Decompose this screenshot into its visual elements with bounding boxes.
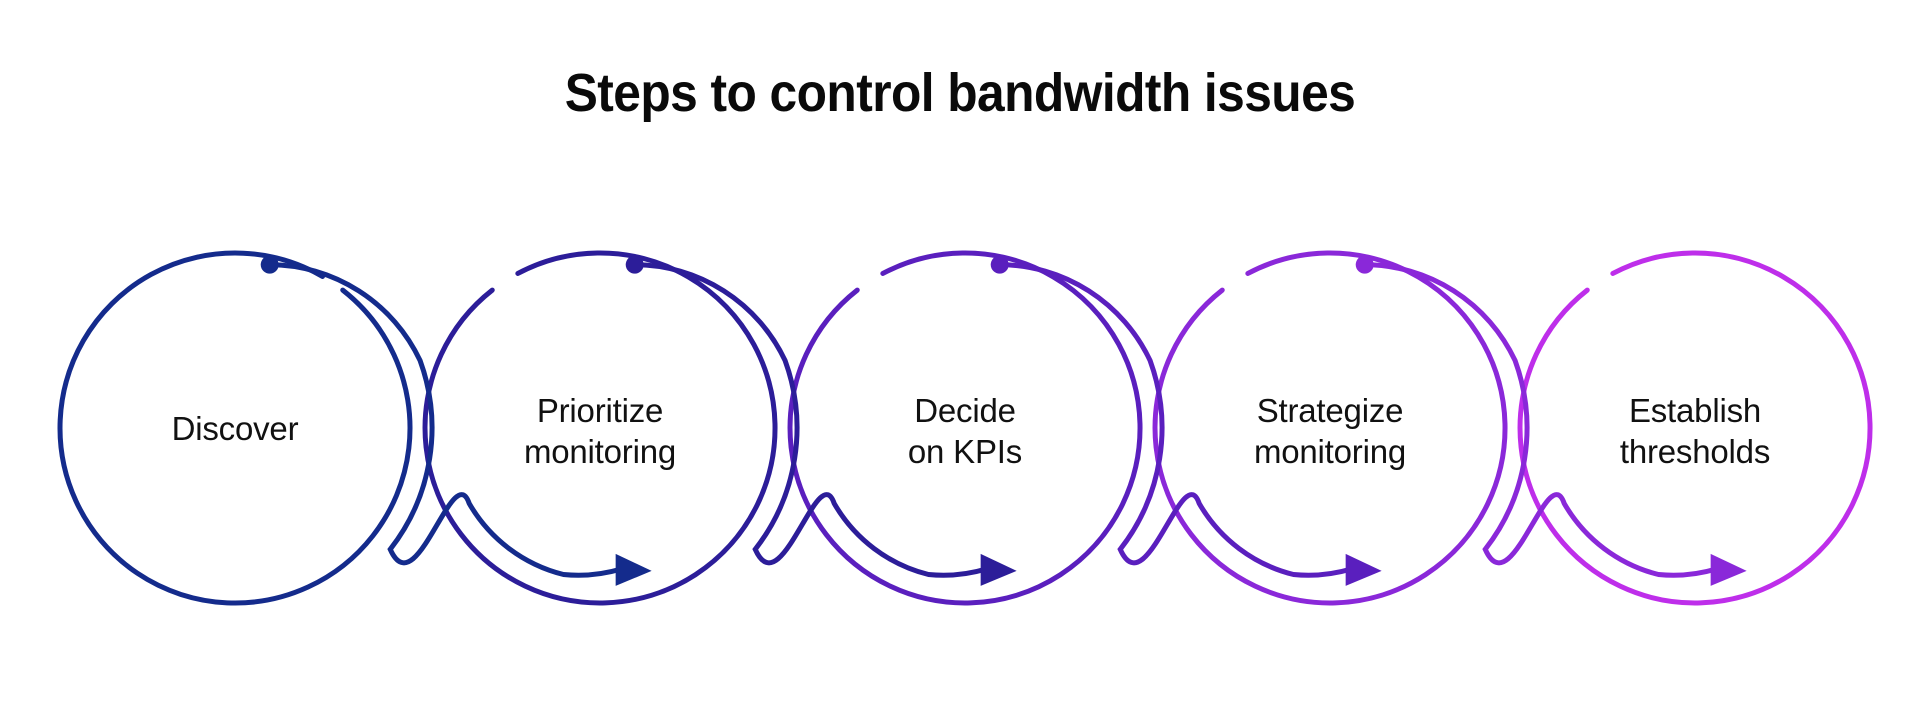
connector-arrow-1-to-2 xyxy=(269,262,623,578)
step-label-line1-5: Establish xyxy=(1629,392,1761,429)
arrowhead-3-to-4 xyxy=(1345,553,1382,586)
connector-arrows-group xyxy=(269,262,1747,586)
step-label-line1-4: Strategize xyxy=(1257,392,1404,429)
start-dot-3 xyxy=(990,255,1009,274)
arrowhead-2-to-3 xyxy=(980,553,1017,586)
arrowhead-4-to-5 xyxy=(1710,553,1747,586)
start-dot-1 xyxy=(260,255,279,274)
step-label-line1-2: Prioritize xyxy=(537,392,663,429)
step-label-1: Discover xyxy=(172,410,299,447)
step-label-line2-2: monitoring xyxy=(524,433,676,470)
step-label-line2-4: monitoring xyxy=(1254,433,1406,470)
start-dots-group xyxy=(260,255,1374,274)
step-label-3: Decide on KPIs xyxy=(908,392,1022,470)
connector-arrow-2-to-3 xyxy=(634,262,988,578)
arrowhead-1-to-2 xyxy=(615,553,652,586)
step-circle-1[interactable] xyxy=(57,250,413,606)
step-label-line2-5: thresholds xyxy=(1620,433,1770,470)
step-label-5: Establish thresholds xyxy=(1620,392,1770,470)
connector-arrow-3-to-4 xyxy=(999,262,1353,578)
step-labels-group: Discover Prioritize monitoring Decide on KPI… xyxy=(172,392,1771,470)
step-label-line2-3: on KPIs xyxy=(908,433,1022,470)
step-label-4: Strategize monitoring xyxy=(1254,392,1406,470)
page-title: Steps to control bandwidth issues xyxy=(564,63,1356,123)
step-label-line1-1: Discover xyxy=(172,410,299,447)
step-circle-5[interactable] xyxy=(1517,250,1873,606)
connector-arrow-4-to-5 xyxy=(1364,262,1718,578)
step-label-line1-3: Decide xyxy=(914,392,1016,429)
step-label-2: Prioritize monitoring xyxy=(524,392,676,470)
start-dot-2 xyxy=(625,255,644,274)
start-dot-4 xyxy=(1355,255,1374,274)
